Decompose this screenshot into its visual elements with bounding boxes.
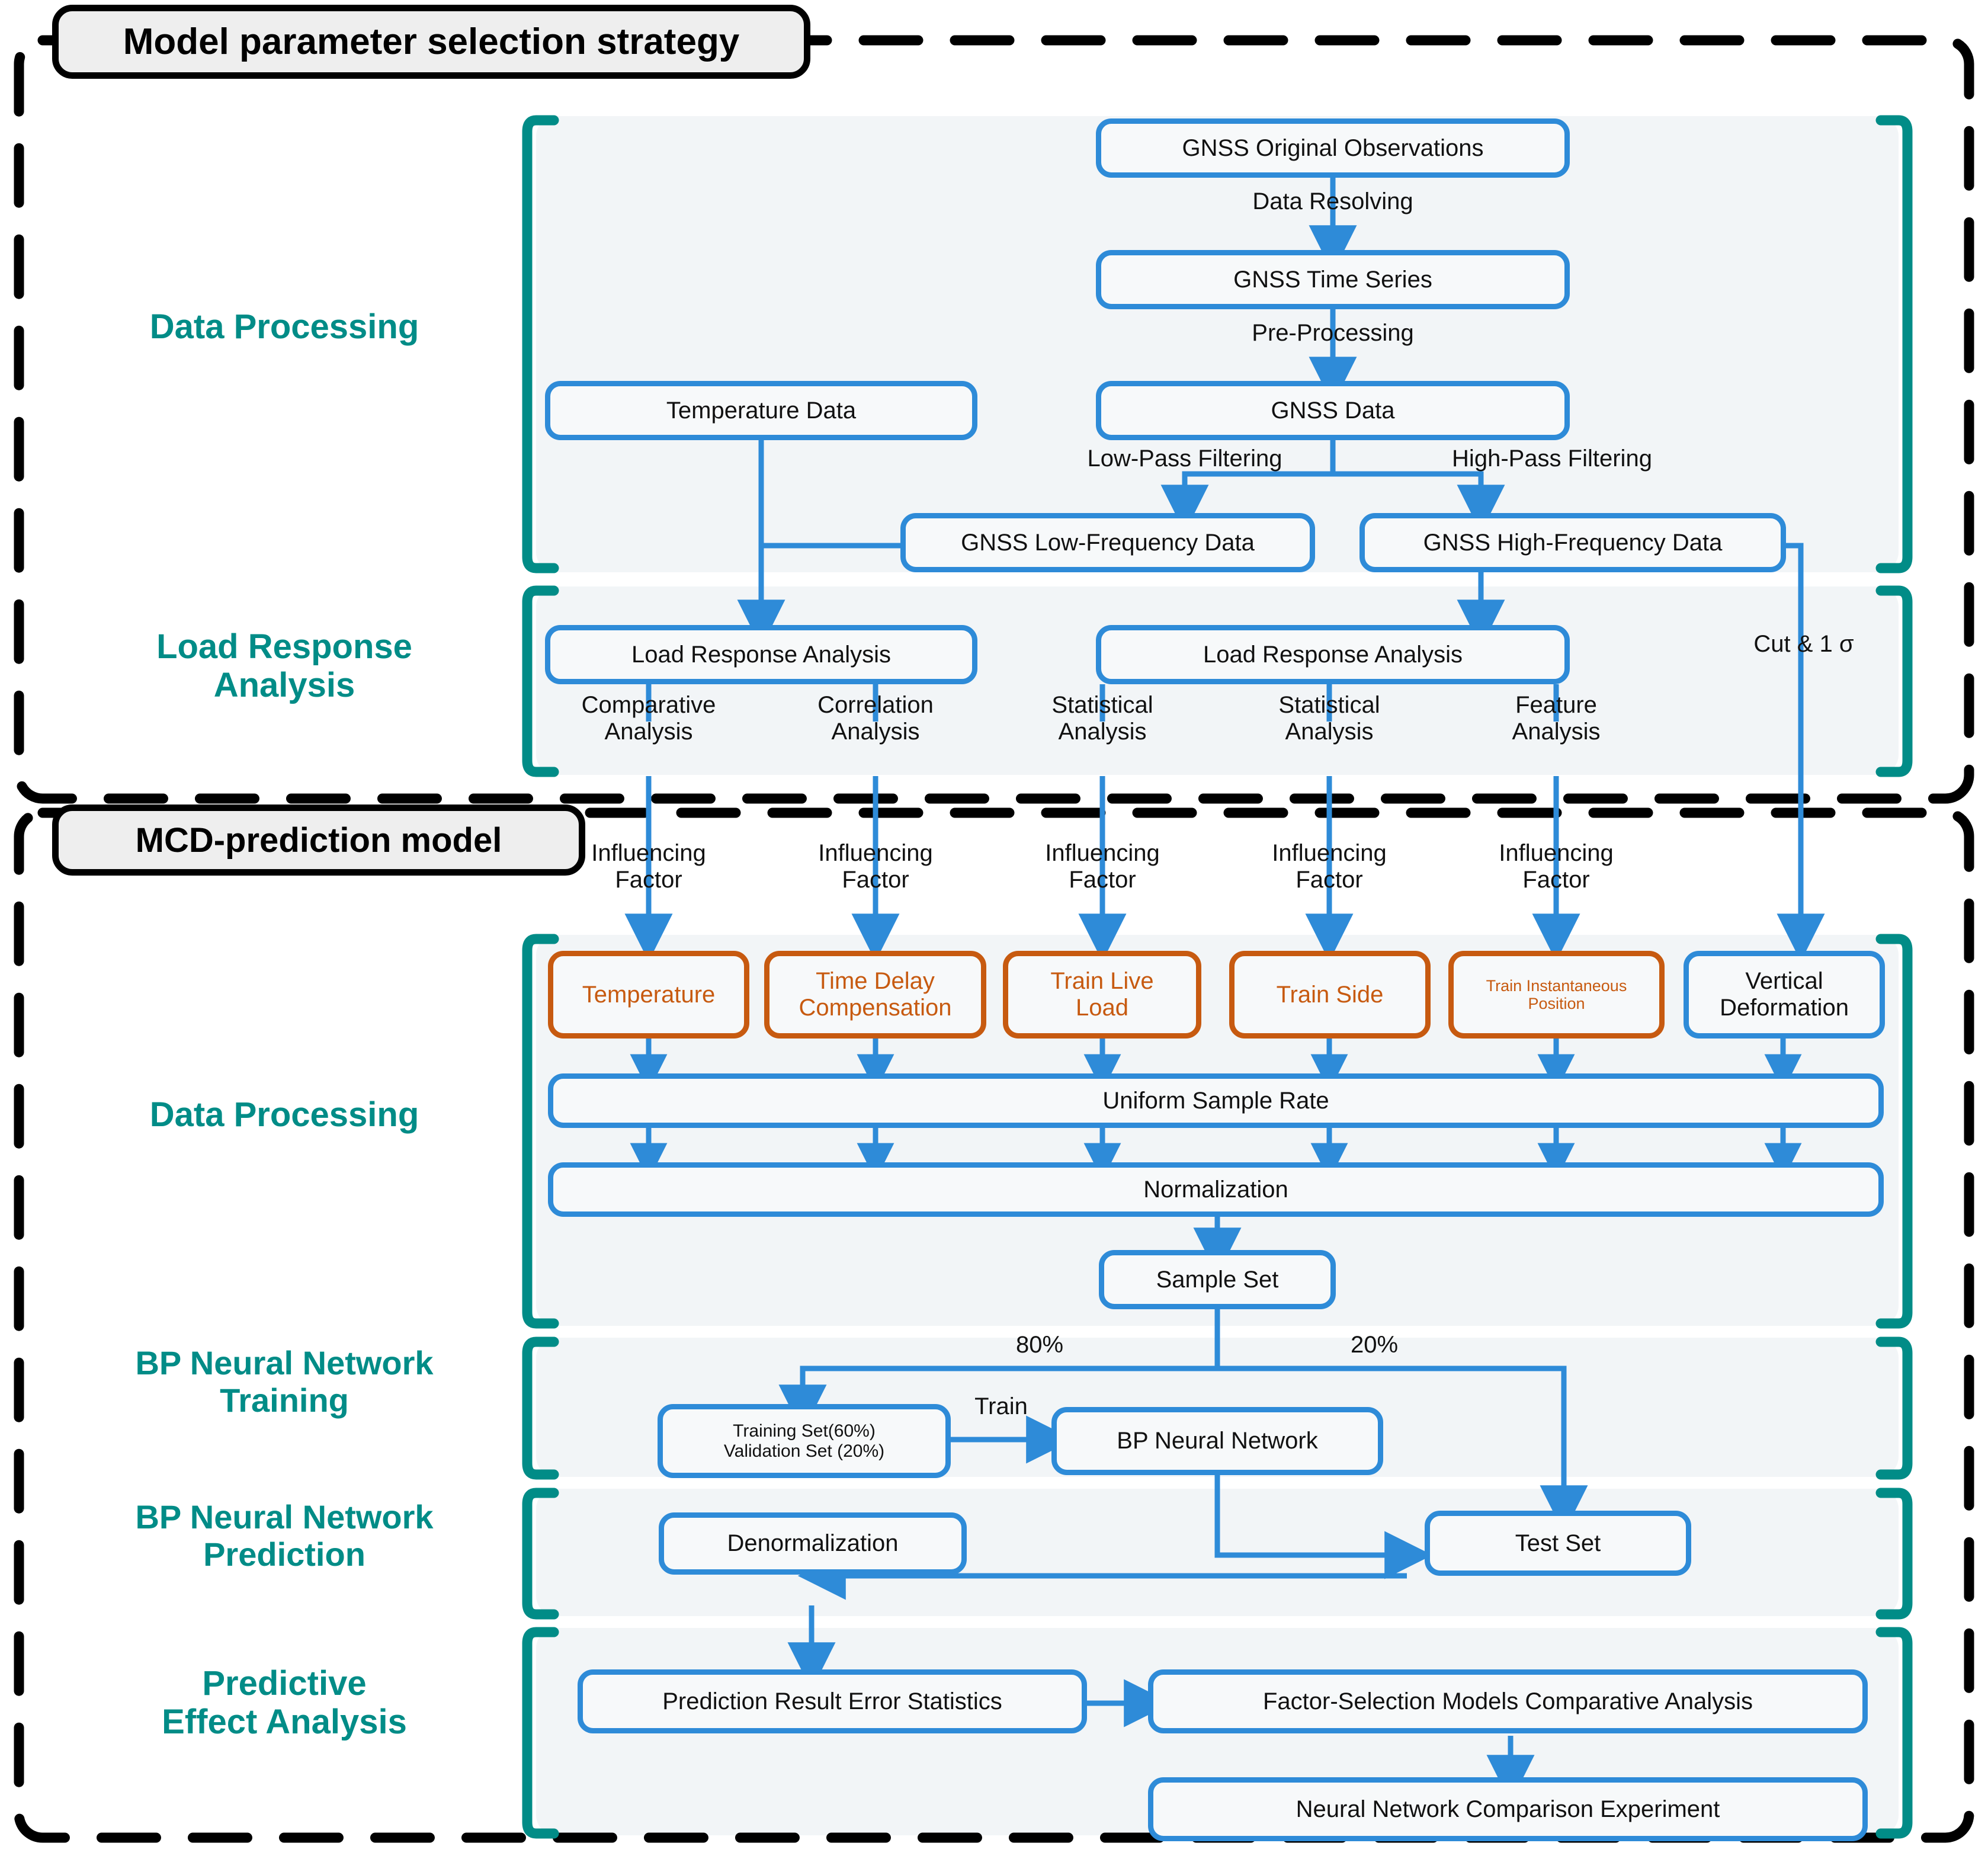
- node-prediction-result-error-statistics[interactable]: Prediction Result Error Statistics: [578, 1669, 1087, 1733]
- node-uniform-sample-rate[interactable]: Uniform Sample Rate: [548, 1073, 1884, 1128]
- edge-label-influencing-factor-3: Influencing Factor: [1045, 840, 1160, 893]
- node-bp-neural-network[interactable]: BP Neural Network: [1051, 1407, 1383, 1475]
- node-neural-network-comparison-experiment[interactable]: Neural Network Comparison Experiment: [1148, 1777, 1868, 1841]
- stage-label-predictive-effect: Predictive Effect Analysis: [162, 1664, 407, 1741]
- node-test-set[interactable]: Test Set: [1425, 1511, 1691, 1576]
- edge-label-influencing-factor-4: Influencing Factor: [1272, 840, 1387, 893]
- stage-label-data-processing-2: Data Processing: [149, 1095, 419, 1134]
- section-title-mcd: MCD-prediction model: [52, 805, 585, 876]
- node-sample-set[interactable]: Sample Set: [1099, 1250, 1336, 1309]
- node-factor-train-side[interactable]: Train Side: [1229, 951, 1431, 1039]
- edge-label-pre-processing: Pre-Processing: [1252, 320, 1414, 346]
- node-vertical-deformation[interactable]: Vertical Deformation: [1684, 951, 1885, 1039]
- node-load-response-analysis-left[interactable]: Load Response Analysis: [545, 625, 977, 684]
- edge-high-cut: [1777, 543, 1825, 962]
- edge-data-to-low: [1160, 471, 1333, 533]
- edge-label-statistical-analysis-1: Statistical Analysis: [1051, 692, 1153, 745]
- node-gnss-high-frequency-data[interactable]: GNSS High-Frequency Data: [1359, 513, 1786, 572]
- node-gnss-original-observations[interactable]: GNSS Original Observations: [1096, 118, 1570, 178]
- stage-label-data-processing-1: Data Processing: [149, 307, 419, 346]
- node-factor-temperature[interactable]: Temperature: [548, 951, 749, 1039]
- edge-label-comparative-analysis: Comparative Analysis: [581, 692, 716, 745]
- node-gnss-time-series[interactable]: GNSS Time Series: [1096, 250, 1570, 309]
- node-gnss-data[interactable]: GNSS Data: [1096, 381, 1570, 440]
- edge-label-influencing-factor-5: Influencing Factor: [1499, 840, 1614, 893]
- edge-label-high-pass-filtering: High-Pass Filtering: [1452, 445, 1652, 472]
- edge-label-correlation-analysis: Correlation Analysis: [817, 692, 934, 745]
- edge-label-80-percent: 80%: [1015, 1332, 1064, 1358]
- stage-label-load-response-analysis: Load Response Analysis: [156, 627, 412, 704]
- edge-label-data-resolving: Data Resolving: [1252, 188, 1413, 214]
- edge-label-statistical-analysis-2: Statistical Analysis: [1278, 692, 1380, 745]
- node-normalization[interactable]: Normalization: [548, 1162, 1884, 1217]
- node-load-response-analysis-right[interactable]: Load Response Analysis: [1096, 625, 1570, 684]
- edge-bpnn-test: [1214, 1475, 1433, 1579]
- edge-label-20-percent: 20%: [1350, 1332, 1399, 1358]
- edge-label-low-pass-filtering: Low-Pass Filtering: [1087, 445, 1282, 472]
- node-temperature-data[interactable]: Temperature Data: [545, 381, 977, 440]
- edge-data-to-high: [1333, 471, 1505, 533]
- stage-label-bp-training: BP Neural Network Training: [135, 1344, 434, 1419]
- section-title-strategy: Model parameter selection strategy: [52, 5, 810, 79]
- edge-label-train: Train: [974, 1393, 1028, 1419]
- node-denormalization[interactable]: Denormalization: [659, 1512, 967, 1575]
- node-factor-train-instantaneous-position[interactable]: Train Instantaneous Position: [1448, 951, 1665, 1039]
- stage-label-bp-prediction: BP Neural Network Prediction: [135, 1498, 434, 1573]
- node-factor-time-delay-compensation[interactable]: Time Delay Compensation: [764, 951, 986, 1039]
- edge-label-influencing-factor-2: Influencing Factor: [818, 840, 933, 893]
- node-training-validation-set[interactable]: Training Set(60%) Validation Set (20%): [658, 1404, 951, 1478]
- edge-label-cut-and-1-sigma: Cut & 1 σ: [1753, 631, 1854, 657]
- node-gnss-low-frequency-data[interactable]: GNSS Low-Frequency Data: [900, 513, 1315, 572]
- edge-label-influencing-factor-1: Influencing Factor: [591, 840, 706, 893]
- edge-label-feature-analysis: Feature Analysis: [1512, 692, 1601, 745]
- node-factor-train-live-load[interactable]: Train Live Load: [1003, 951, 1201, 1039]
- node-factor-selection-models-comparative-analysis[interactable]: Factor-Selection Models Comparative Anal…: [1148, 1669, 1868, 1733]
